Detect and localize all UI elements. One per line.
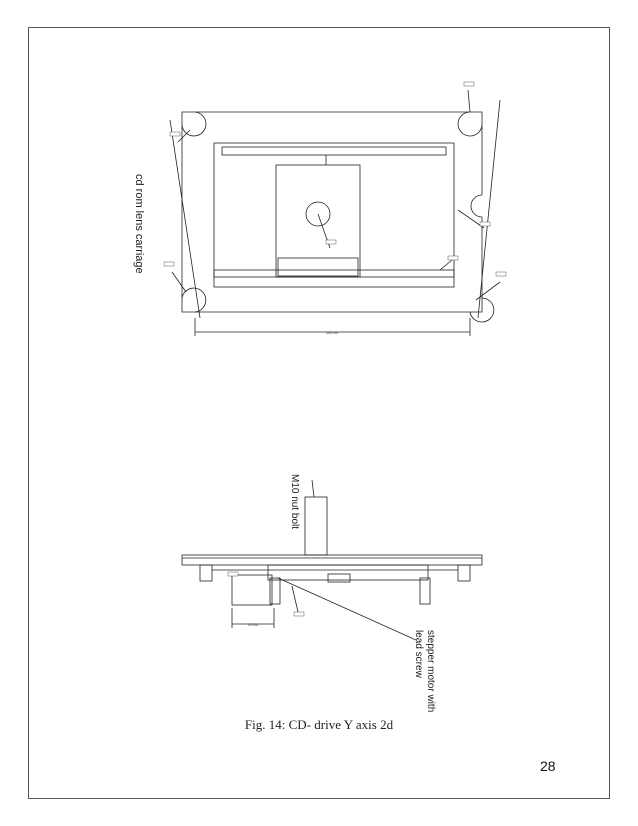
side-view-drawing [181,479,483,641]
width-dimension-text: 140.00 [326,330,339,335]
page-number: 28 [540,758,556,774]
page-border [28,27,610,799]
motor-label-line1: stepper motor with [425,630,436,712]
bolt-label: M10 nut bolt [289,474,300,529]
figure-caption: Fig. 14: CD- drive Y axis 2d [244,717,394,732]
motor-label-line2: lead screw [413,630,424,679]
drawing-annotations [163,81,507,617]
lens-carriage-label: cd rom lens carriage [133,174,145,274]
top-view-drawing [169,89,501,336]
small-dimension-text: 20.00 [248,622,259,627]
